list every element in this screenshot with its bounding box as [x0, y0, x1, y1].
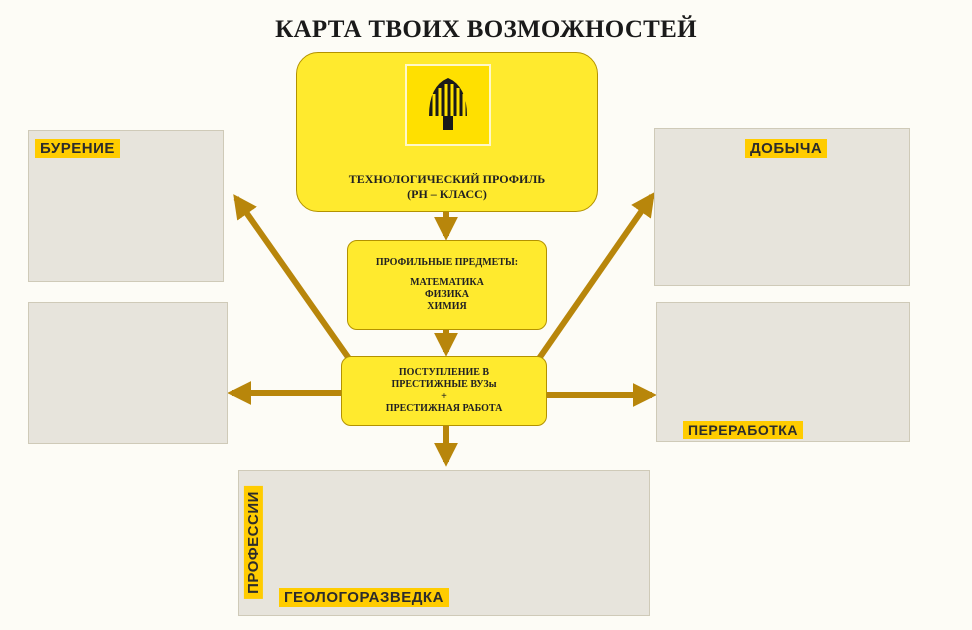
photo-label-professions: ПРОФЕССИИ	[243, 486, 263, 599]
outcome-line-4: ПРЕСТИЖНАЯ РАБОТА	[385, 403, 503, 414]
subject-item: ФИЗИКА	[425, 289, 469, 300]
photo-production: ДОБЫЧА	[654, 128, 910, 286]
outcome-line-2: ПРЕСТИЖНЫЕ ВУЗы	[391, 379, 497, 390]
subject-item: МАТЕМАТИКА	[410, 277, 484, 288]
outcome-line-1: ПОСТУПЛЕНИЕ В	[398, 367, 490, 378]
photo-label-geology: ГЕОЛОГОРАЗВЕДКА	[279, 588, 449, 607]
subjects-box: ПРОФИЛЬНЫЕ ПРЕДМЕТЫ: МАТЕМАТИКА ФИЗИКА Х…	[347, 240, 547, 330]
arrow-to-drilling	[233, 194, 353, 362]
photo-refining: ПЕРЕРАБОТКА	[656, 302, 910, 442]
photo-worker-left	[28, 302, 228, 444]
outcome-line-3: +	[441, 391, 447, 402]
page-title: КАРТА ТВОИХ ВОЗМОЖНОСТЕЙ	[275, 16, 697, 43]
photo-geology: ПРОФЕССИИ ГЕОЛОГОРАЗВЕДКА	[238, 470, 650, 616]
photo-label-refining: ПЕРЕРАБОТКА	[683, 421, 803, 439]
subjects-heading: ПРОФИЛЬНЫЕ ПРЕДМЕТЫ:	[375, 257, 519, 268]
profile-line-1: ТЕХНОЛОГИЧЕСКИЙ ПРОФИЛЬ	[348, 172, 546, 187]
outcome-box: ПОСТУПЛЕНИЕ В ПРЕСТИЖНЫЕ ВУЗы + ПРЕСТИЖН…	[341, 356, 547, 426]
profile-line-2: (РН – КЛАСС)	[407, 186, 487, 201]
photo-label-drilling: БУРЕНИЕ	[35, 139, 120, 158]
subject-item: ХИМИЯ	[427, 301, 467, 312]
photo-label-production: ДОБЫЧА	[745, 139, 828, 158]
logo-icon	[415, 72, 481, 138]
photo-drilling: БУРЕНИЕ	[28, 130, 224, 282]
arrow-to-production	[535, 192, 655, 362]
company-logo	[405, 64, 491, 146]
